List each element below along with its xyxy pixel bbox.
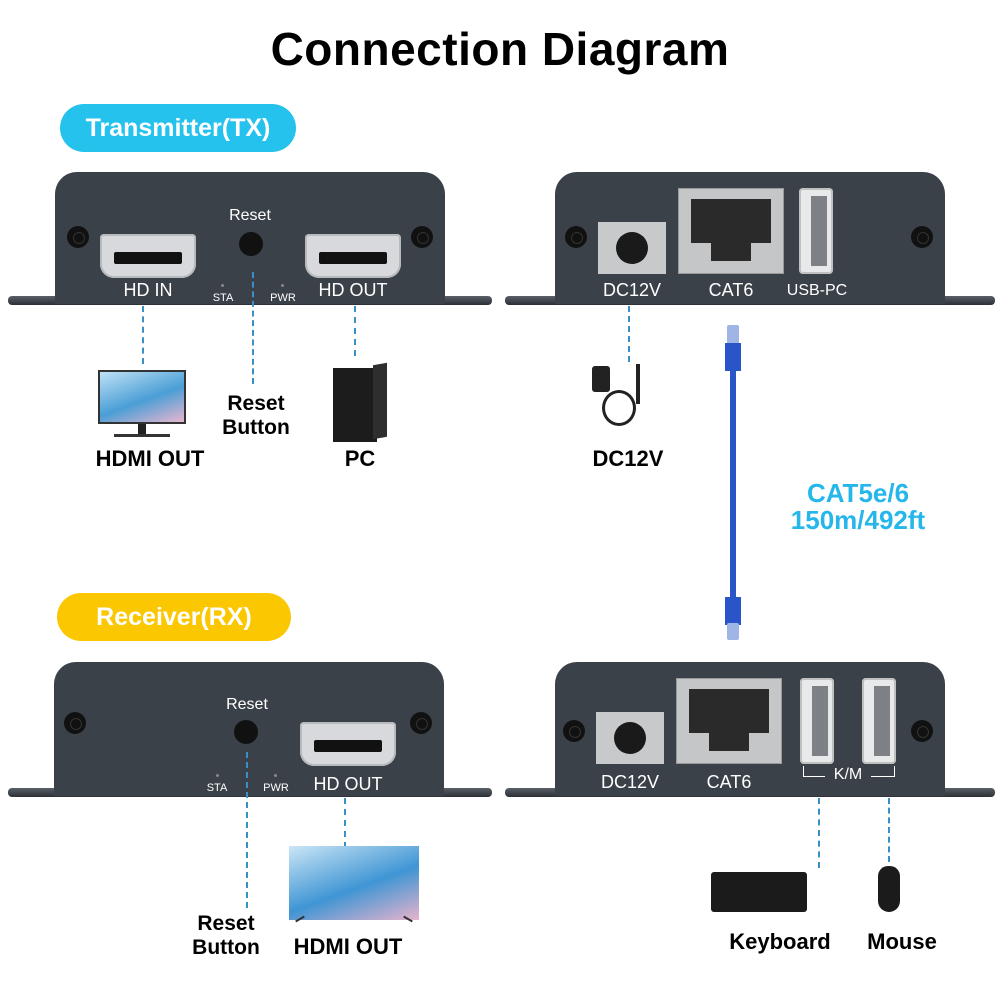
reset-label: Reset xyxy=(226,696,268,713)
screw-icon xyxy=(565,226,587,248)
transmitter-badge: Transmitter(TX) xyxy=(60,104,296,152)
hdmi-out-port xyxy=(300,722,396,766)
rx-front-panel: Reset STA PWR HD OUT xyxy=(54,662,444,796)
screw-icon xyxy=(911,226,933,248)
hdmi-in-label: HD IN xyxy=(123,280,173,300)
dc12v-label: DC12V xyxy=(602,280,662,300)
reset-button[interactable] xyxy=(234,720,258,744)
usb-mouse-port xyxy=(862,678,896,764)
keyboard-icon xyxy=(711,872,807,912)
connector-line xyxy=(142,306,144,364)
sta-led-icon xyxy=(221,284,224,287)
hdmi-in-port xyxy=(100,234,196,278)
screw-icon xyxy=(911,720,933,742)
connector-line xyxy=(818,798,820,868)
connector-line xyxy=(354,306,356,356)
cable-length-label: 150m/492ft xyxy=(790,505,926,535)
pwr-led-icon xyxy=(281,284,284,287)
screw-icon xyxy=(410,712,432,734)
dc-power-jack xyxy=(598,222,666,274)
hdmi-out-label: HD OUT xyxy=(313,774,383,794)
usb-pc-port xyxy=(799,188,833,274)
pc-label: PC xyxy=(344,446,376,471)
connector-line xyxy=(888,798,890,862)
pwr-label: PWR xyxy=(263,782,289,794)
dc-power-jack xyxy=(596,712,664,764)
diagram-title: Connection Diagram xyxy=(270,23,730,75)
cat6-label: CAT6 xyxy=(708,280,754,300)
connector-line xyxy=(628,306,630,362)
sta-led-icon xyxy=(216,774,219,777)
screw-icon xyxy=(67,226,89,248)
reset-button-caption-1: Reset xyxy=(197,912,255,935)
receiver-badge: Receiver(RX) xyxy=(57,593,291,641)
tv-label: HDMI OUT xyxy=(293,934,403,959)
tx-back-panel: DC12V CAT6 USB-PC xyxy=(555,172,945,304)
rx-back-panel: DC12V CAT6 K/M xyxy=(555,662,945,796)
tx-front-panel: HD IN Reset STA PWR HD OUT xyxy=(55,172,445,304)
keyboard-label: Keyboard xyxy=(729,929,831,954)
usb-pc-label: USB-PC xyxy=(786,282,848,299)
reset-button-caption-2: Button xyxy=(192,936,260,959)
sta-label: STA xyxy=(206,782,228,794)
pwr-label: PWR xyxy=(270,292,296,304)
reset-button[interactable] xyxy=(239,232,263,256)
connector-line xyxy=(344,798,346,848)
screw-icon xyxy=(563,720,585,742)
cable-type-label: CAT5e/6 xyxy=(806,478,910,508)
dc12v-label: DC12V xyxy=(600,772,660,792)
mouse-label: Mouse xyxy=(867,929,937,954)
tv-icon xyxy=(253,846,421,923)
hdmi-out-port xyxy=(305,234,401,278)
power-adapter-icon xyxy=(592,360,662,440)
cat6-label: CAT6 xyxy=(706,772,752,792)
network-cable-icon xyxy=(722,325,744,640)
connector-line xyxy=(252,272,254,384)
pwr-led-icon xyxy=(274,774,277,777)
reset-button-caption-2: Button xyxy=(222,416,290,439)
monitor-icon xyxy=(98,370,188,438)
screw-icon xyxy=(411,226,433,248)
km-label: K/M xyxy=(825,766,871,784)
monitor-label: HDMI OUT xyxy=(95,446,205,471)
pc-tower-icon xyxy=(333,362,387,442)
connector-line xyxy=(246,752,248,908)
cat6-port xyxy=(678,188,784,274)
mouse-icon xyxy=(878,866,900,912)
screw-icon xyxy=(64,712,86,734)
reset-button-caption-1: Reset xyxy=(227,392,285,415)
usb-keyboard-port xyxy=(800,678,834,764)
power-adapter-label: DC12V xyxy=(592,446,664,471)
cat6-port xyxy=(676,678,782,764)
hdmi-out-label: HD OUT xyxy=(318,280,388,300)
reset-label: Reset xyxy=(229,207,271,224)
sta-label: STA xyxy=(212,292,234,304)
